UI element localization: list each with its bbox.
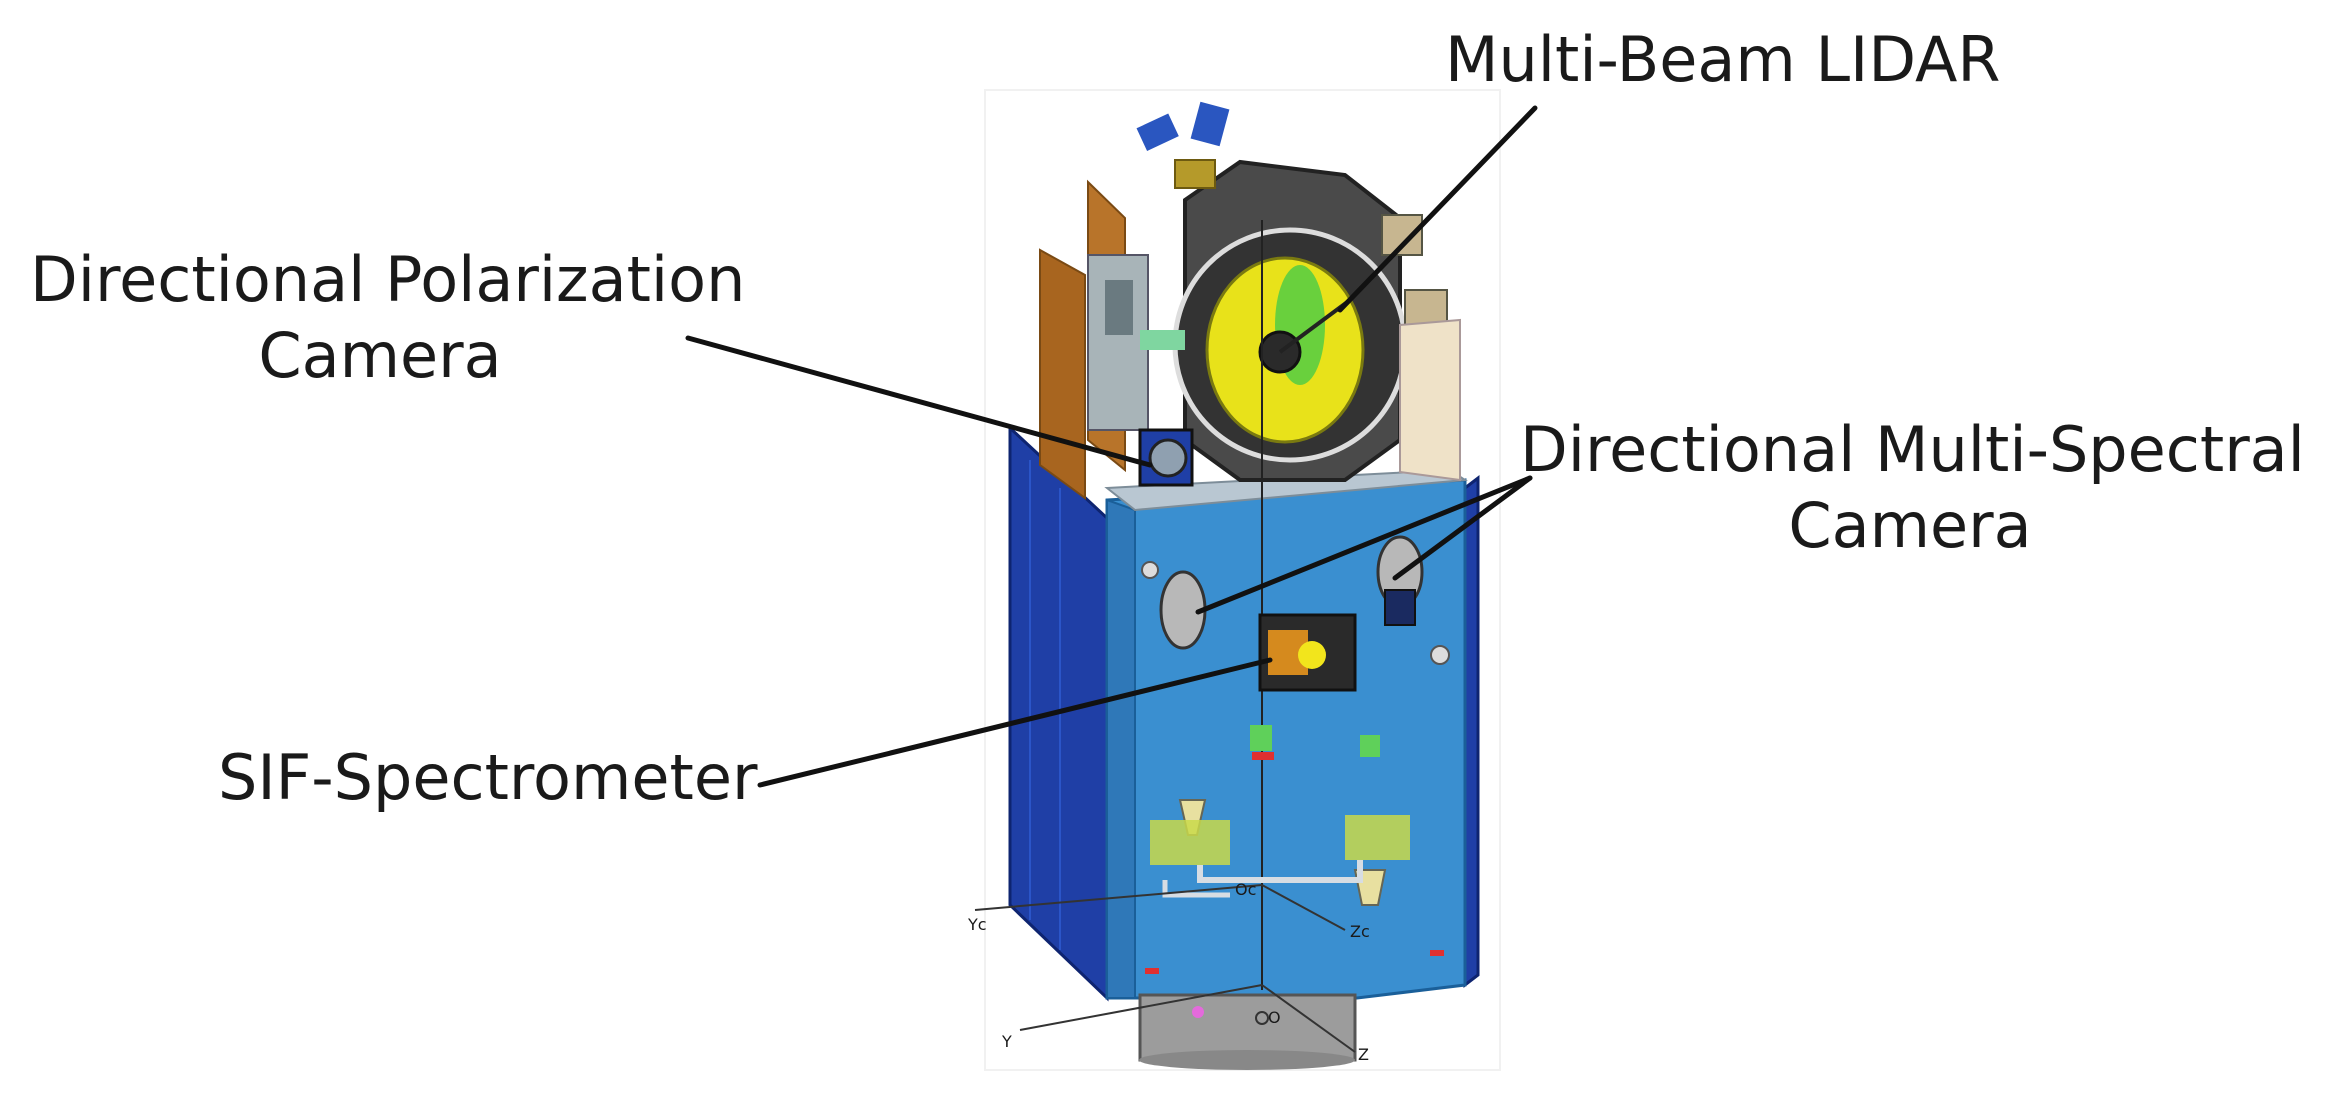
- label-multispectral-line2: Camera: [1788, 488, 2032, 562]
- leader-multispectral-b: [1392, 475, 1533, 581]
- leader-lines: [685, 105, 1538, 788]
- leader-polarization: [685, 335, 1153, 468]
- coordinate-axes-lower: [1019, 984, 1356, 1053]
- axis-label-yc: Yc: [968, 915, 987, 934]
- label-directional-polarization-camera: Directional Polarization Camera: [30, 242, 746, 393]
- axis-label-oc: Oc: [1235, 880, 1257, 899]
- label-polarization-line2: Camera: [258, 318, 502, 392]
- launch-adapter: [1138, 993, 1357, 1070]
- leader-multispectral-a: [1195, 475, 1533, 615]
- label-polarization-line1: Directional Polarization: [30, 243, 746, 316]
- axis-label-o: O: [1268, 1008, 1281, 1027]
- label-sif-spectrometer: SIF-Spectrometer: [218, 741, 758, 814]
- axis-label-zc: Zc: [1350, 922, 1370, 941]
- right-solar-panel: [1463, 474, 1480, 989]
- bus-side: [1106, 498, 1136, 999]
- leader-lidar: [1337, 105, 1538, 313]
- leader-sif: [757, 657, 1273, 788]
- label-directional-multispectral-camera: Directional Multi-Spectral Camera: [1520, 412, 2305, 563]
- label-multispectral-line1: Directional Multi-Spectral: [1520, 413, 2305, 486]
- axis-label-y: Y: [1002, 1032, 1012, 1051]
- coordinate-axes-upper: [974, 884, 1346, 931]
- propulsion-plumbing: [1150, 799, 1410, 906]
- label-multi-beam-lidar: Multi-Beam LIDAR: [1445, 23, 2001, 96]
- star-tracker-icon: [1136, 101, 1230, 189]
- axis-label-z: Z: [1358, 1045, 1369, 1064]
- copper-fin-2: [1039, 248, 1086, 500]
